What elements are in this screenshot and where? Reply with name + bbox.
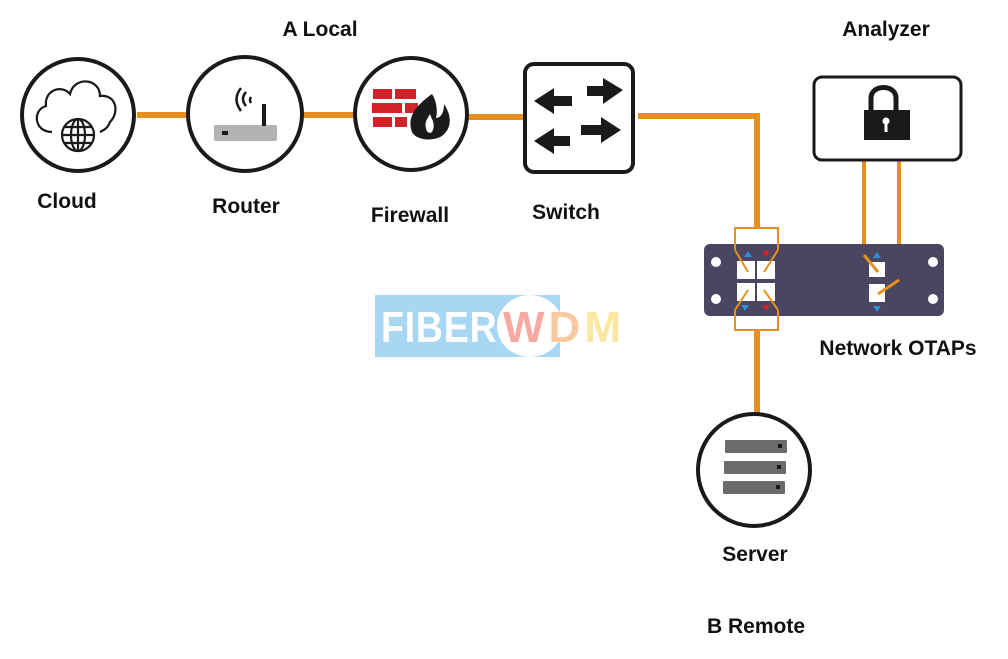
padlock-icon [864,85,910,140]
watermark-m: M [584,303,625,352]
switch-node[interactable] [523,62,635,174]
fiberwdm-watermark: FIBER WDM [375,295,637,357]
server-label: Server [722,543,788,566]
watermark-w: W [503,303,549,352]
switch-arrows-icon [534,78,623,154]
watermark-fiber-text: FIBER [381,303,498,352]
firewall-flame-icon [372,89,450,140]
arrow-up-icon [873,252,881,258]
otap-panel[interactable] [704,227,944,331]
cloud-label: Cloud [37,190,97,213]
wifi-router-icon [214,87,277,141]
tap-fiber-left [734,227,779,331]
links [137,112,901,414]
analyzer-label: Analyzer [842,18,930,41]
watermark-wdm-text: WDM [503,303,625,353]
network-otaps-label: Network OTAPs [819,337,977,360]
watermark-ellipse [497,295,563,357]
cloud-node[interactable] [20,57,136,173]
title-a-local: A Local [282,18,358,41]
title-b-remote: B Remote [706,615,806,638]
switch-label: Switch [532,201,600,224]
cloud-globe-icon [35,80,117,153]
watermark-d: D [548,303,585,352]
router-label: Router [212,195,280,218]
arrow-down-icon [762,305,770,311]
arrow-down-icon [873,306,881,312]
server-node[interactable] [696,412,812,528]
server-stack-icon [723,440,787,494]
firewall-label: Firewall [370,204,450,227]
arrow-up-icon [744,251,752,257]
arrow-down-icon [741,305,749,311]
tap-fiber-right [862,254,900,296]
router-node[interactable] [186,55,304,173]
firewall-node[interactable] [353,56,469,172]
arrow-down-icon [762,251,770,257]
analyzer-node[interactable] [812,75,963,162]
link-switch-otaps [638,113,760,228]
